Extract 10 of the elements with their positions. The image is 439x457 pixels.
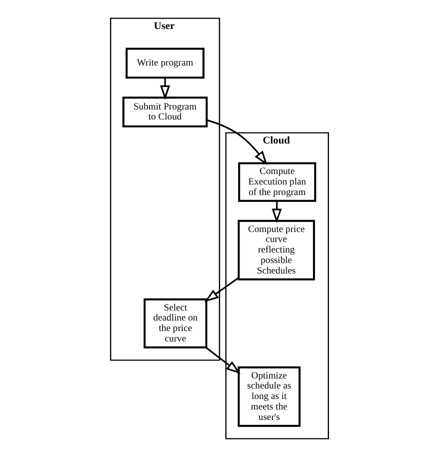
node-box: Optimize schedule as long as it meets the user's	[238, 366, 301, 427]
node-box: Compute Execution plan of the program	[238, 162, 316, 202]
node-box: Submit Program to Cloud	[122, 96, 208, 128]
node-box: Write program	[126, 48, 204, 79]
node-box: Compute price curve reflecting possible Schedules	[238, 220, 315, 280]
arrow	[204, 277, 239, 302]
arrow	[206, 119, 268, 166]
arrow	[205, 346, 240, 374]
node-box: Select deadline on the price curve	[144, 298, 208, 348]
arrow	[160, 78, 170, 100]
